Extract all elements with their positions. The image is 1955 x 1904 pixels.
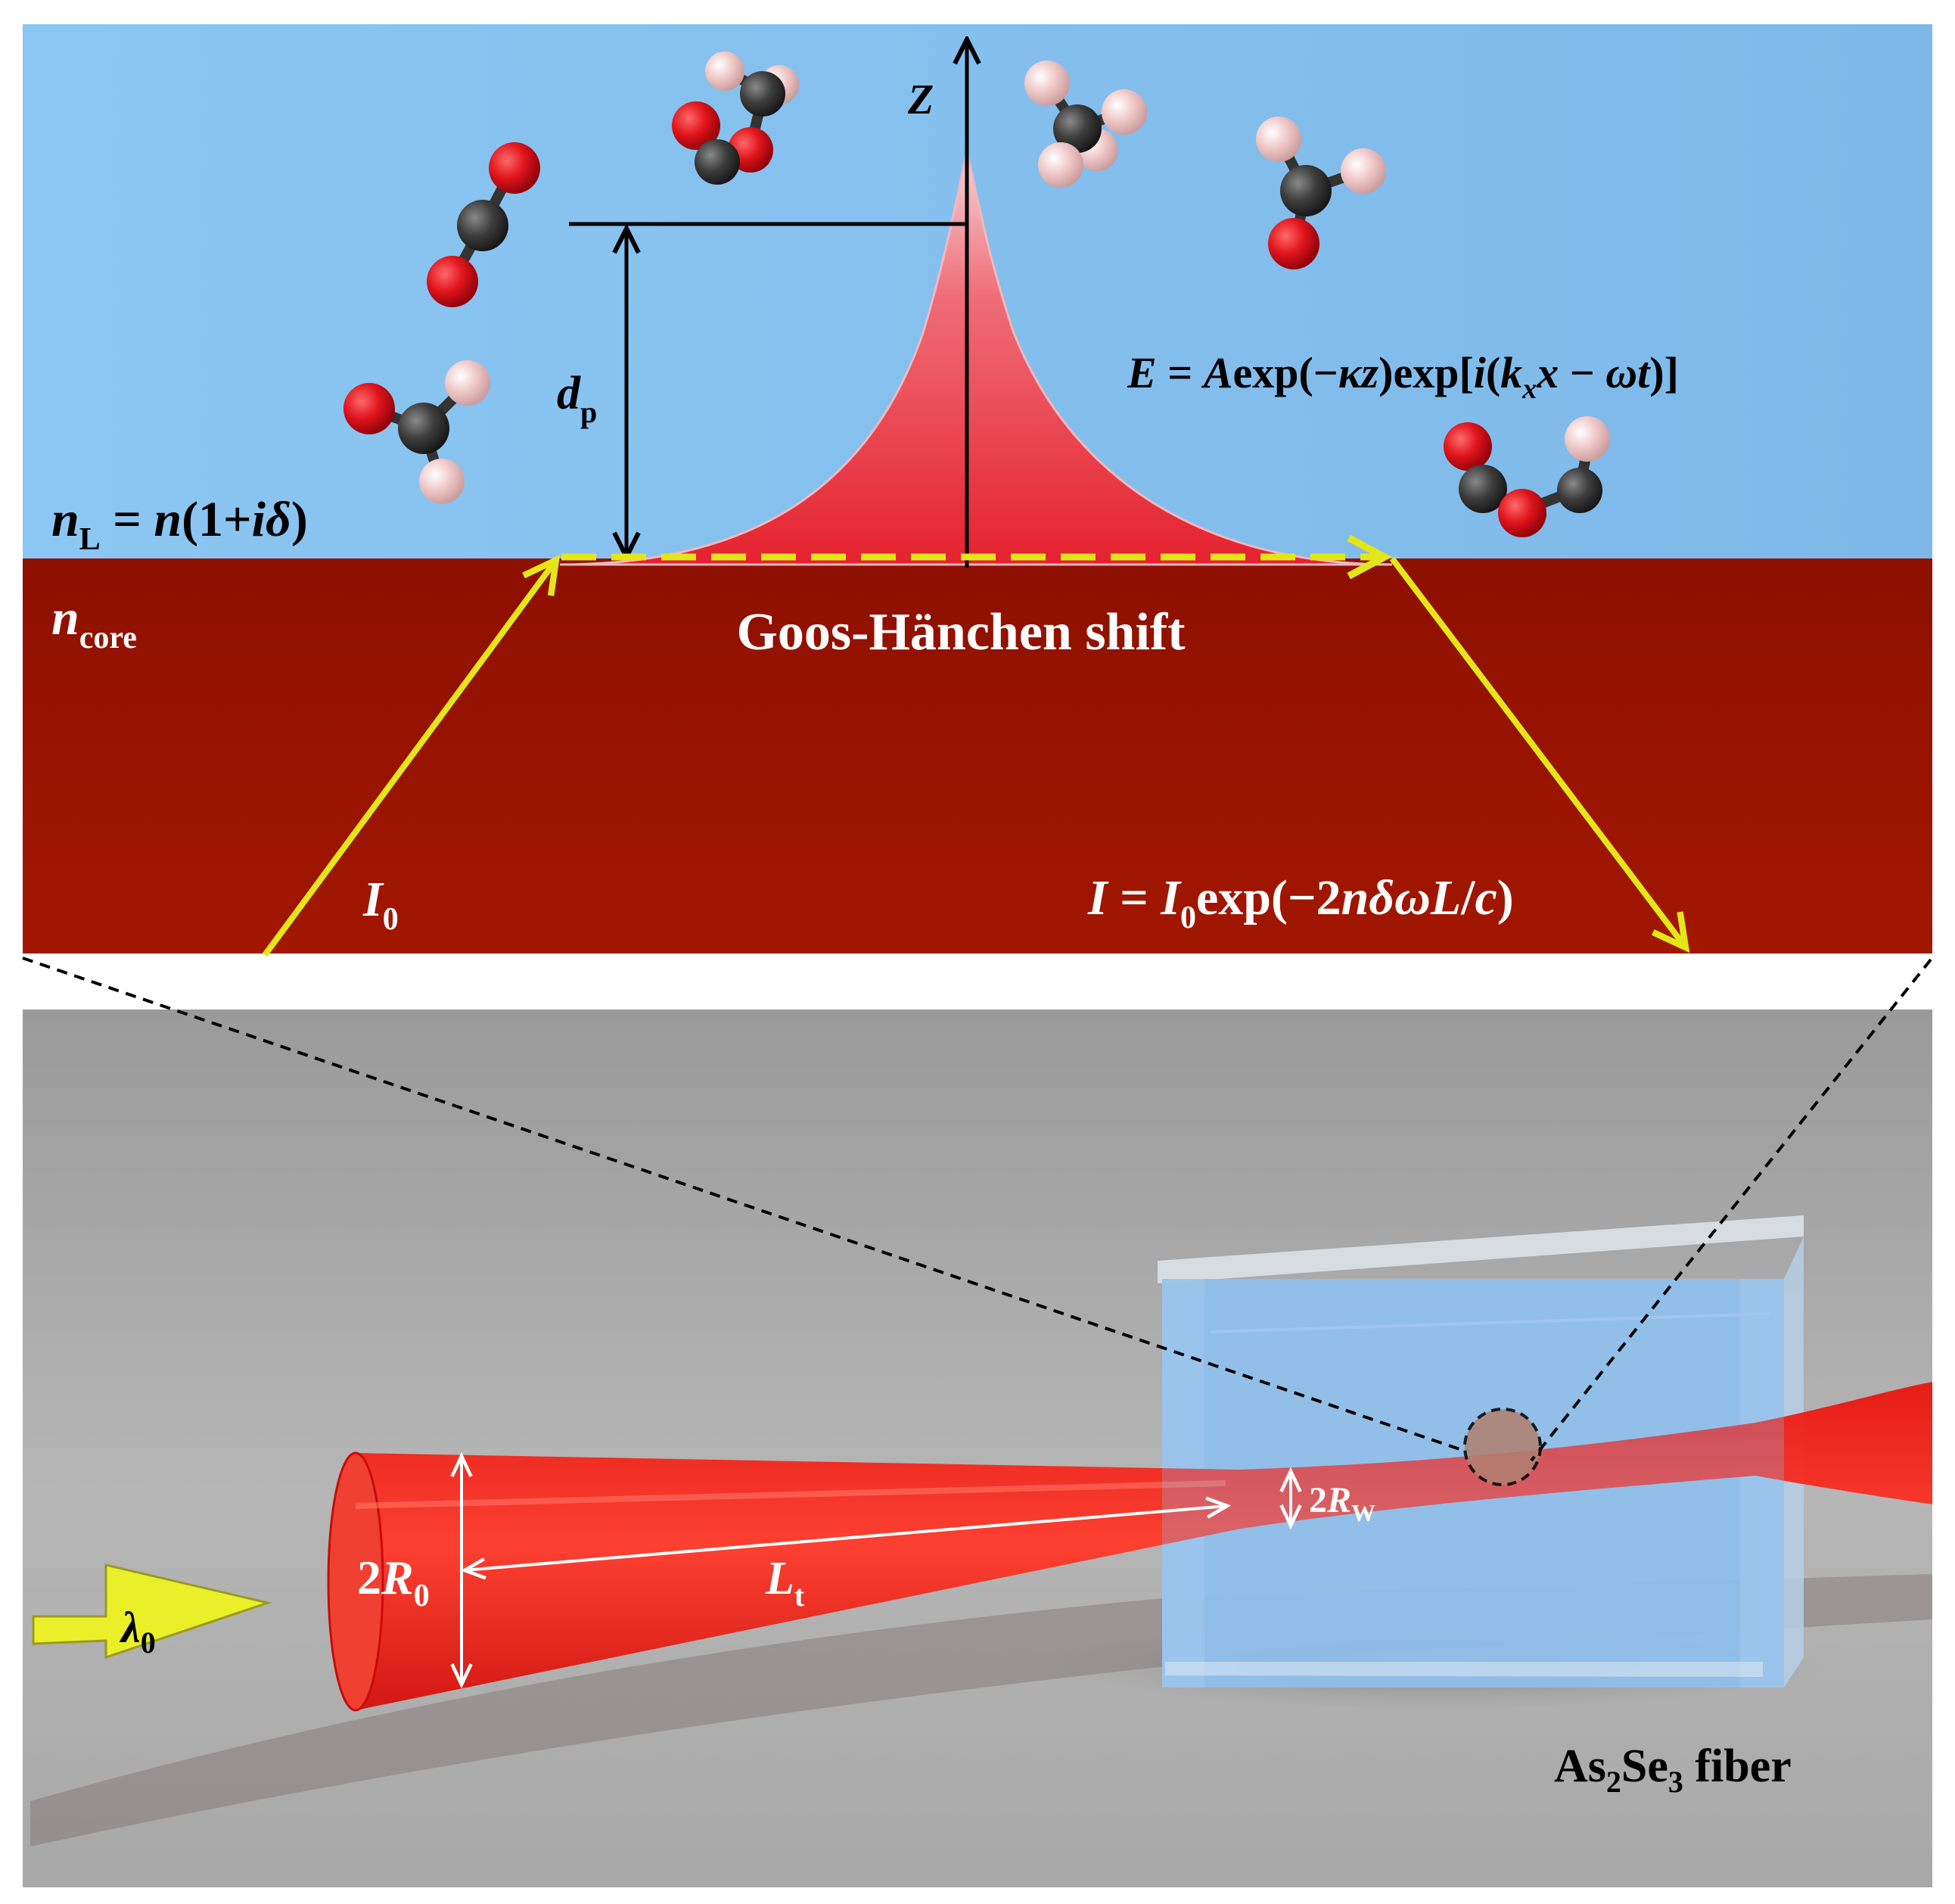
molecule-methane	[1024, 61, 1147, 188]
hydrogen-atom	[1024, 61, 1070, 106]
zoom-circle	[1463, 1408, 1542, 1486]
arrow-shape	[32, 1563, 272, 1660]
carbon-atom	[1459, 465, 1507, 513]
oxygen-atom	[1444, 422, 1492, 471]
hydrogen-atom	[419, 459, 465, 504]
hydrogen-atom	[445, 360, 490, 406]
zoom-line-left	[22, 957, 1467, 1453]
oxygen-atom	[427, 256, 478, 307]
molecule-formic-acid-left	[343, 360, 490, 504]
wavelength-label: λ0	[120, 1603, 156, 1660]
field-equation: E = Aexp(−κz)exp[i(kxx − ωt)]	[1127, 348, 1679, 405]
core-index-label: ncore	[51, 590, 137, 655]
output-intensity-equation: I = I0exp(−2nδωL/c)	[1087, 870, 1514, 935]
fiber-core-region	[23, 558, 1932, 954]
molecule-formaldehyde	[1256, 117, 1386, 269]
cuvette-front-glass	[1162, 1279, 1784, 1688]
top-panel: Z dp nL = n(1+iδ) ncore Goos-Hänchen shi…	[23, 24, 1932, 957]
gh-shift-label: Goos-Hänchen shift	[736, 603, 1185, 661]
hydrogen-atom	[1038, 142, 1083, 188]
hydrogen-atom	[1565, 416, 1610, 462]
hydrogen-atom	[705, 51, 744, 91]
depth-label: dp	[557, 368, 597, 429]
molecule-ester	[1444, 416, 1610, 537]
carbon-atom	[1280, 165, 1332, 216]
input-light-arrow	[32, 1563, 272, 1660]
oxygen-atom	[343, 383, 395, 434]
input-intensity-label: I0	[362, 872, 399, 937]
taper-length-label: Lt	[765, 1553, 805, 1613]
hydrogen-atom	[1341, 148, 1386, 194]
waist-radius-label: 2RW	[1309, 1480, 1375, 1526]
reflected-ray	[1389, 556, 1686, 947]
zoom-line-right	[1530, 958, 1932, 1462]
carbon-atom	[457, 200, 508, 251]
oxygen-atom	[489, 142, 540, 194]
oxygen-atom	[1498, 489, 1546, 537]
bottom-panel: λ0 2R0 Lt 2RW As2Se3 fiber	[22, 957, 1932, 1887]
molecule-top-center	[672, 51, 799, 185]
oxygen-atom	[672, 101, 720, 150]
fiber-input-face	[327, 1451, 384, 1712]
hydrogen-atom	[1256, 117, 1301, 162]
carbon-atom	[695, 139, 740, 185]
carbon-atom	[398, 403, 449, 454]
molecule-co2	[427, 142, 540, 307]
taper-length-arrow	[460, 1496, 1232, 1580]
carbon-atom	[740, 71, 785, 117]
oxygen-atom	[1268, 218, 1319, 269]
carbon-atom	[1053, 104, 1102, 153]
carbon-atom	[1557, 468, 1602, 513]
input-radius-label: 2R0	[357, 1551, 430, 1613]
fiber-label: As2Se3 fiber	[1554, 1741, 1792, 1799]
hydrogen-atom	[1102, 89, 1147, 135]
z-axis-label: Z	[907, 76, 934, 123]
incident-ray	[262, 560, 556, 957]
liquid-index-label: nL = n(1+iδ)	[51, 492, 308, 557]
